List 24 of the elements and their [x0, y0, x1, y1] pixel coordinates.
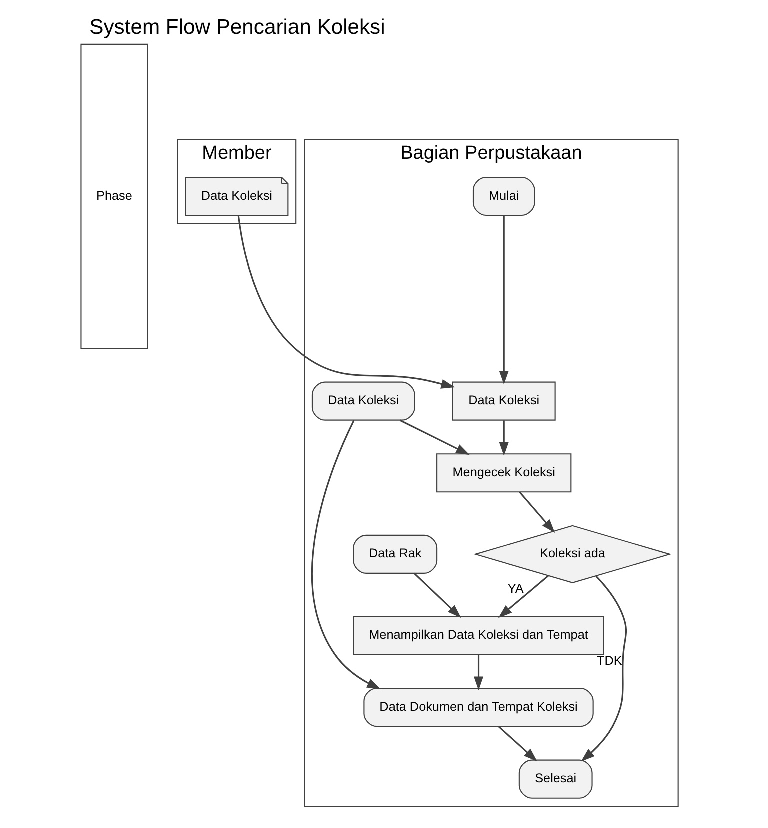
arrow: [414, 572, 462, 618]
node-box: Menampilkan Data Koleksi dan Tempat: [353, 616, 604, 656]
diagram-title: System Flow Pencarian Koleksi: [90, 16, 386, 39]
arrow: [400, 420, 470, 456]
node-box: Data Koleksi: [312, 382, 416, 421]
arrow: [498, 575, 550, 618]
arrow: [498, 726, 538, 762]
node-box: Data Koleksi: [452, 382, 556, 421]
arrow: [474, 655, 484, 690]
edge-label: YA: [508, 582, 524, 596]
node-box: Mengecek Koleksi: [436, 454, 572, 493]
arrow: [238, 216, 456, 389]
node-box: Data Dokumen dan Tempat Koleksi: [364, 688, 594, 728]
arrow: [519, 492, 556, 534]
arrow: [312, 420, 381, 690]
arrow: [581, 576, 628, 762]
arrow: [499, 420, 509, 456]
edge-label: TDK: [597, 654, 622, 668]
node-box: Mulai: [472, 176, 536, 216]
node-box: Data Rak: [353, 534, 438, 574]
node-box: Phase: [80, 44, 148, 350]
arrow: [499, 216, 509, 385]
node-box: Selesai: [518, 760, 593, 799]
node-diamond: Koleksi ada: [474, 525, 672, 584]
